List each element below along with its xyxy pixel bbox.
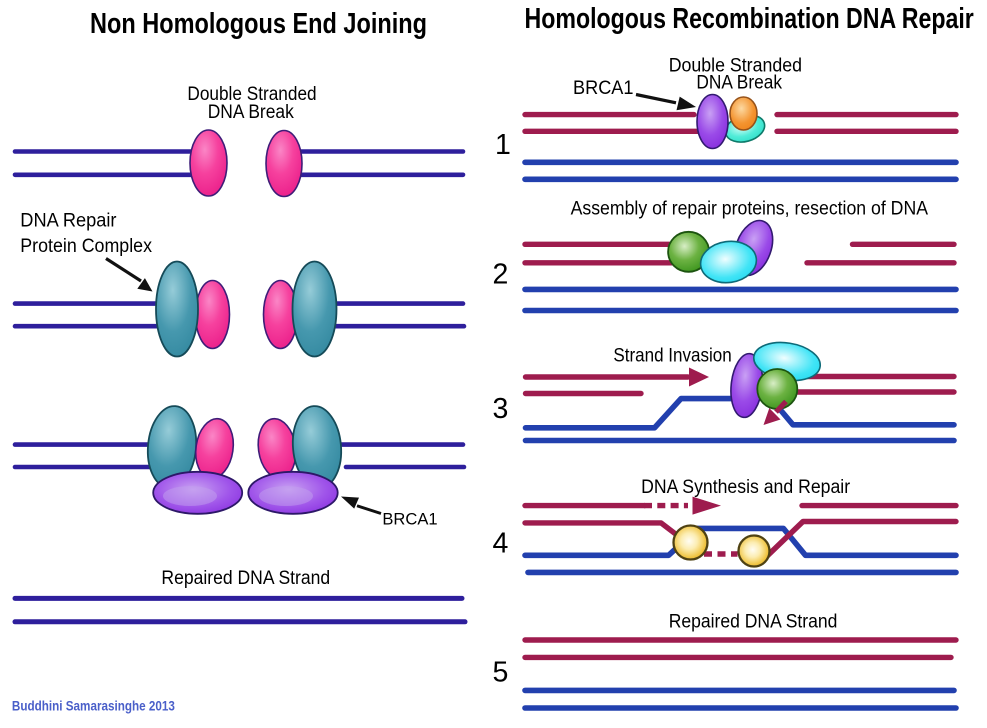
svg-text:Strand Invasion: Strand Invasion: [613, 346, 731, 367]
svg-text:BRCA1: BRCA1: [382, 511, 437, 529]
svg-text:Assembly of repair proteins, r: Assembly of repair proteins, resection o…: [571, 198, 929, 219]
svg-text:Homologous Recombination DNA R: Homologous Recombination DNA Repair: [525, 3, 974, 35]
svg-text:4: 4: [493, 527, 509, 559]
svg-text:Double Stranded: Double Stranded: [187, 84, 316, 105]
svg-text:Buddhini Samarasinghe 2013: Buddhini Samarasinghe 2013: [12, 699, 175, 714]
svg-text:2: 2: [493, 259, 509, 291]
svg-text:5: 5: [493, 657, 509, 689]
svg-text:3: 3: [493, 393, 509, 425]
svg-text:1: 1: [495, 129, 511, 161]
svg-text:Double Stranded: Double Stranded: [669, 56, 802, 77]
svg-text:Repaired DNA Strand: Repaired DNA Strand: [669, 612, 838, 633]
svg-text:DNA Break: DNA Break: [208, 102, 295, 123]
svg-text:DNA Synthesis and Repair: DNA Synthesis and Repair: [641, 477, 851, 498]
svg-text:DNA Break: DNA Break: [696, 73, 782, 94]
svg-text:Non Homologous End Joining: Non Homologous End Joining: [90, 8, 427, 40]
svg-text:Protein Complex: Protein Complex: [20, 236, 152, 257]
svg-text:DNA Repair: DNA Repair: [20, 211, 117, 232]
svg-text:BRCA1: BRCA1: [573, 78, 634, 99]
svg-text:Repaired DNA Strand: Repaired DNA Strand: [161, 568, 330, 589]
